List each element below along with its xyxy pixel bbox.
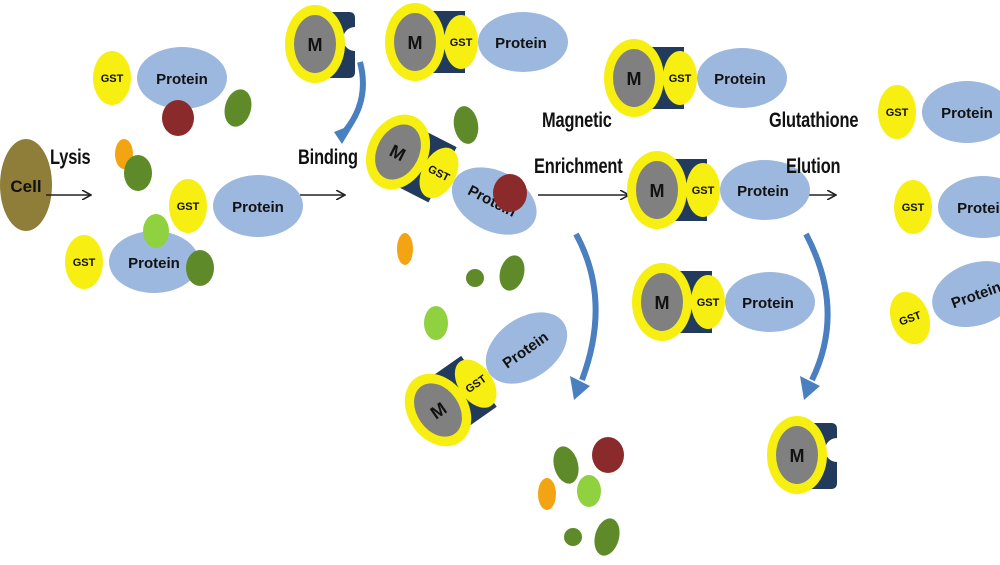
debris-light-green — [424, 306, 448, 340]
debris-olive — [186, 250, 214, 286]
svg-text:Cell: Cell — [10, 177, 41, 196]
debris-orange — [397, 233, 413, 265]
step-label-binding: Binding — [298, 146, 358, 169]
debris-orange — [538, 478, 556, 510]
step-label-enrichment: Enrichment — [534, 155, 623, 178]
waste-arrow — [573, 232, 599, 382]
step-label-magnetic: Magnetic — [542, 109, 612, 132]
debris-olive — [564, 528, 582, 546]
debris-dark-red — [592, 437, 624, 473]
debris-dark-red — [162, 100, 194, 136]
debris-olive — [124, 155, 152, 191]
debris-olive — [453, 106, 479, 144]
debris-olive — [466, 269, 484, 287]
step-label-lysis: Lysis — [50, 146, 91, 169]
waste-group — [538, 437, 624, 556]
enriched-beads-group — [604, 39, 815, 341]
cell: Cell — [0, 139, 52, 231]
debris-olive — [594, 518, 620, 556]
debris-light-green — [577, 475, 601, 507]
binding-group — [285, 3, 568, 144]
bead-addition-arrow — [343, 61, 366, 132]
free-bead — [767, 416, 837, 494]
debris-dark-red — [493, 174, 527, 212]
debris-olive — [499, 255, 525, 291]
step-label-elution: Elution — [786, 155, 841, 178]
step-label-glutathione: Glutathione — [769, 109, 859, 132]
debris-olive — [224, 89, 252, 127]
debris-olive — [553, 446, 579, 484]
bound-mixture-group — [353, 103, 586, 460]
lysate-group — [65, 47, 303, 293]
debris-light-green — [143, 214, 169, 248]
bead-release-arrow — [803, 232, 831, 382]
eluted-proteins-group — [878, 81, 1000, 354]
